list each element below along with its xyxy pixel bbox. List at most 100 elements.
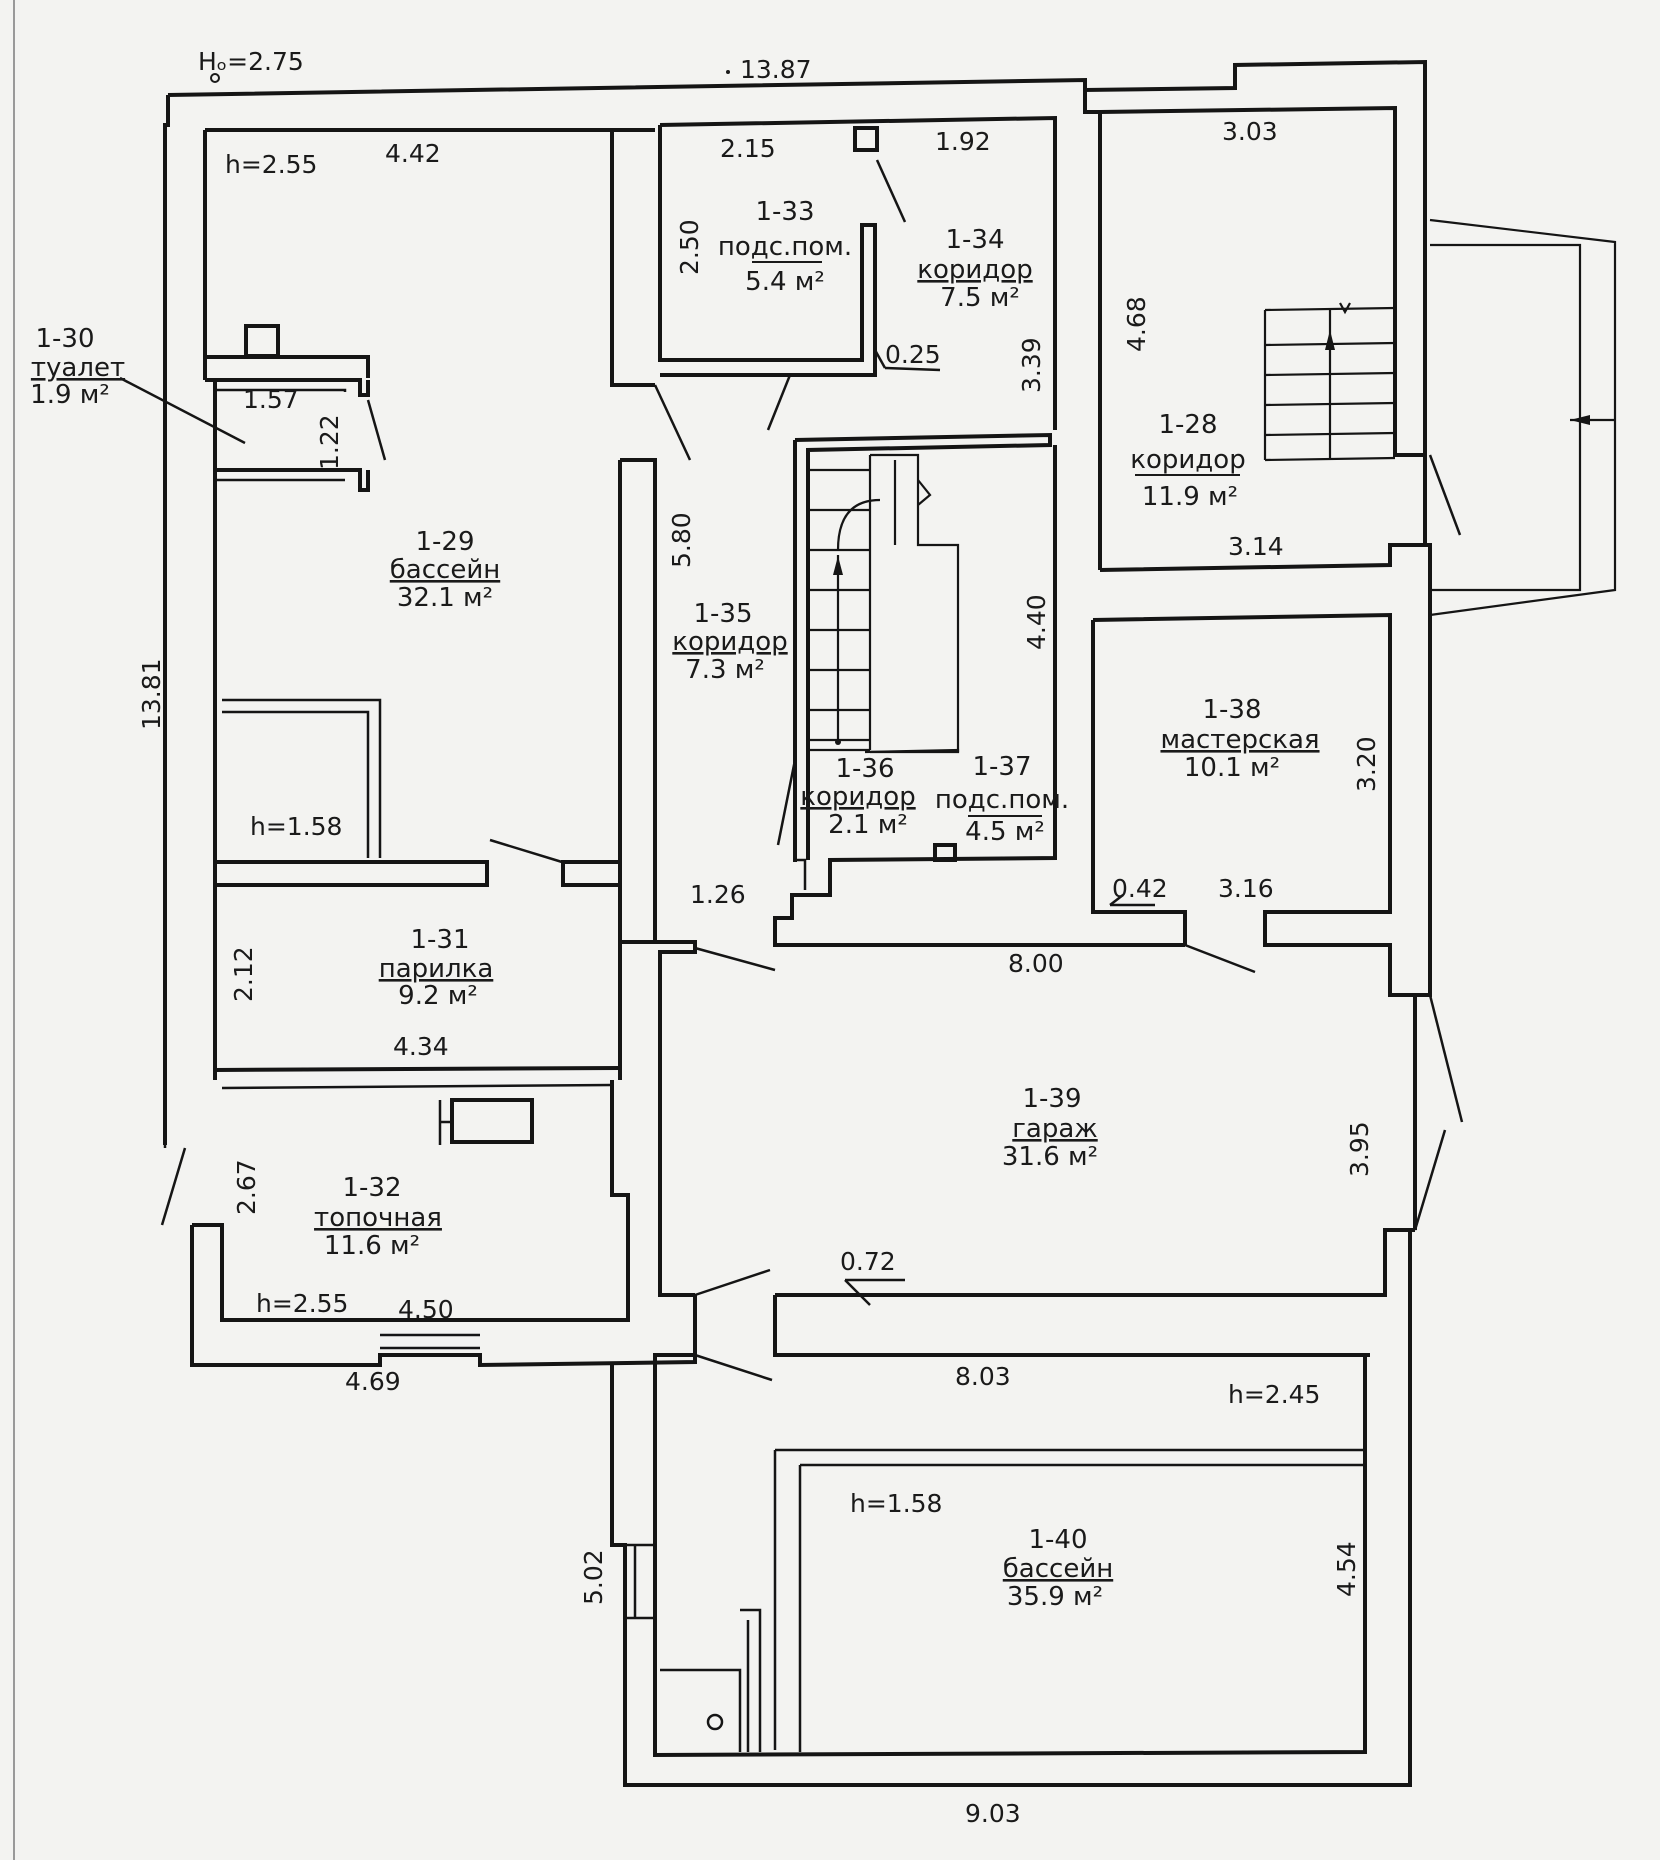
dim-2-50: 2.50 (675, 219, 704, 275)
dim-8-03: 8.03 (955, 1362, 1011, 1391)
dim-1-26: 1.26 (690, 880, 746, 909)
room-label-1-37: 1-37 подс.пом. 4.5 м² (935, 752, 1069, 847)
room-label-1-32: 1-32 топочная 11.6 м² (314, 1173, 442, 1261)
svg-text:подс.пом.: подс.пом. (935, 785, 1069, 815)
dim-3-20: 3.20 (1352, 736, 1381, 792)
height-pool-top: h=2.55 (225, 150, 317, 179)
dim-4-50: 4.50 (398, 1295, 454, 1324)
svg-text:бассейн: бассейн (1003, 1554, 1113, 1584)
door-swing (653, 384, 692, 461)
dim-4-34: 4.34 (393, 1032, 449, 1061)
door-swing (1428, 994, 1464, 1123)
height-pool-inner: h=1.58 (250, 812, 342, 841)
door-swing (766, 374, 792, 431)
svg-text:9.2 м²: 9.2 м² (398, 981, 478, 1011)
svg-text:1-28: 1-28 (1158, 410, 1217, 440)
svg-text:7.3 м²: 7.3 м² (685, 655, 765, 685)
svg-text:1-33: 1-33 (755, 197, 814, 227)
dim-1-22: 1.22 (315, 414, 344, 470)
room-1-29-walls (205, 128, 657, 1090)
door-swing (694, 946, 776, 972)
dim-0-42: 0.42 (1112, 874, 1168, 903)
svg-text:1-31: 1-31 (410, 925, 469, 955)
svg-text:2.1 м²: 2.1 м² (828, 810, 908, 840)
svg-text:коридор: коридор (917, 255, 1032, 285)
dim-5-80: 5.80 (667, 512, 696, 568)
svg-text:1-36: 1-36 (835, 754, 894, 784)
ground-height: Hₒ=2.75 (198, 47, 304, 76)
room-1-39-walls (655, 940, 1415, 1357)
svg-text:1-30: 1-30 (35, 324, 94, 354)
svg-text:бассейн: бассейн (390, 555, 500, 585)
dim-8-00: 8.00 (1008, 949, 1064, 978)
svg-text:парилка: парилка (379, 954, 494, 984)
room-label-1-29: 1-29 бассейн 32.1 м² (390, 527, 500, 613)
svg-text:1-35: 1-35 (693, 599, 752, 629)
dim-1-57: 1.57 (243, 385, 299, 414)
svg-text:11.9 м²: 11.9 м² (1142, 482, 1238, 512)
dim-left-total: 13.81 (137, 658, 166, 730)
svg-text:1-39: 1-39 (1022, 1084, 1081, 1114)
svg-text:коридор: коридор (1130, 445, 1245, 475)
svg-text:1-29: 1-29 (415, 527, 474, 557)
room-label-1-31: 1-31 парилка 9.2 м² (379, 925, 494, 1011)
door-swing (489, 838, 563, 864)
svg-text:11.6 м²: 11.6 м² (324, 1231, 420, 1261)
room-1-30-walls (205, 324, 370, 378)
room-label-1-35: 1-35 коридор 7.3 м² (672, 599, 787, 685)
svg-text:10.1 м²: 10.1 м² (1184, 753, 1280, 783)
room-1-40-walls (610, 1230, 1412, 1787)
svg-text:5.4 м²: 5.4 м² (745, 267, 825, 297)
stair-block (773, 432, 1185, 947)
svg-text:коридор: коридор (672, 627, 787, 657)
svg-text:1-37: 1-37 (972, 752, 1031, 782)
dim-3-39: 3.39 (1017, 337, 1046, 393)
dim-3-03: 3.03 (1222, 117, 1278, 146)
room-1-28-walls (1098, 112, 1617, 617)
dim-0-72: 0.72 (840, 1247, 896, 1276)
svg-text:мастерская: мастерская (1160, 725, 1319, 755)
svg-text:1-40: 1-40 (1028, 1525, 1087, 1555)
svg-text:1-34: 1-34 (945, 225, 1004, 255)
svg-text:1-38: 1-38 (1202, 695, 1261, 725)
svg-text:1-32: 1-32 (342, 1173, 401, 1203)
room-labels: 1-30 туалет 1.9 м² 1-29 бассейн 32.1 м² … (30, 197, 1319, 1612)
dim-5-02: 5.02 (579, 1549, 608, 1605)
room-label-1-33: 1-33 подс.пом. 5.4 м² (718, 197, 852, 297)
dim-2-15: 2.15 (720, 134, 776, 163)
svg-text:1.9 м²: 1.9 м² (30, 380, 110, 410)
door-swing (366, 399, 387, 461)
height-boiler: h=2.55 (256, 1289, 348, 1318)
dimension-labels: Hₒ=2.75 13.87 4.42 2.15 1.92 2.50 0.25 3… (137, 47, 1381, 1828)
dim-4-54: 4.54 (1332, 1541, 1361, 1597)
height-lower: h=2.45 (1228, 1380, 1320, 1409)
svg-text:4.5 м²: 4.5 м² (965, 817, 1045, 847)
outer-walls (163, 59, 1432, 1230)
room-label-1-34: 1-34 коридор 7.5 м² (917, 225, 1032, 313)
dim-top-total: 13.87 (740, 55, 812, 84)
door-swing (160, 1147, 187, 1226)
door-swings (119, 159, 1464, 1382)
door-swing (875, 159, 907, 223)
svg-text:35.9 м²: 35.9 м² (1007, 1582, 1103, 1612)
svg-text:гараж: гараж (1012, 1114, 1097, 1144)
dim-4-69: 4.69 (345, 1367, 401, 1396)
room-label-1-30: 1-30 туалет 1.9 м² (30, 324, 125, 410)
door-swing (873, 349, 887, 369)
svg-text:32.1 м²: 32.1 м² (397, 583, 493, 613)
svg-text:топочная: топочная (314, 1203, 442, 1233)
door-swing (694, 1353, 773, 1382)
dim-4-40: 4.40 (1022, 594, 1051, 650)
leader-toilet (119, 376, 246, 445)
room-label-1-39: 1-39 гараж 31.6 м² (1002, 1084, 1098, 1172)
room-label-1-40: 1-40 бассейн 35.9 м² (1003, 1525, 1113, 1612)
dim-4-42: 4.42 (385, 139, 441, 168)
dim-2-67: 2.67 (232, 1159, 261, 1215)
dim-bottom-total: 9.03 (965, 1799, 1021, 1828)
door-swing (1184, 943, 1256, 974)
room-1-38-walls (1091, 612, 1415, 997)
room-label-1-36: 1-36 коридор 2.1 м² (800, 754, 915, 840)
dim-2-12: 2.12 (229, 946, 258, 1002)
room-1-33-walls (658, 125, 879, 377)
